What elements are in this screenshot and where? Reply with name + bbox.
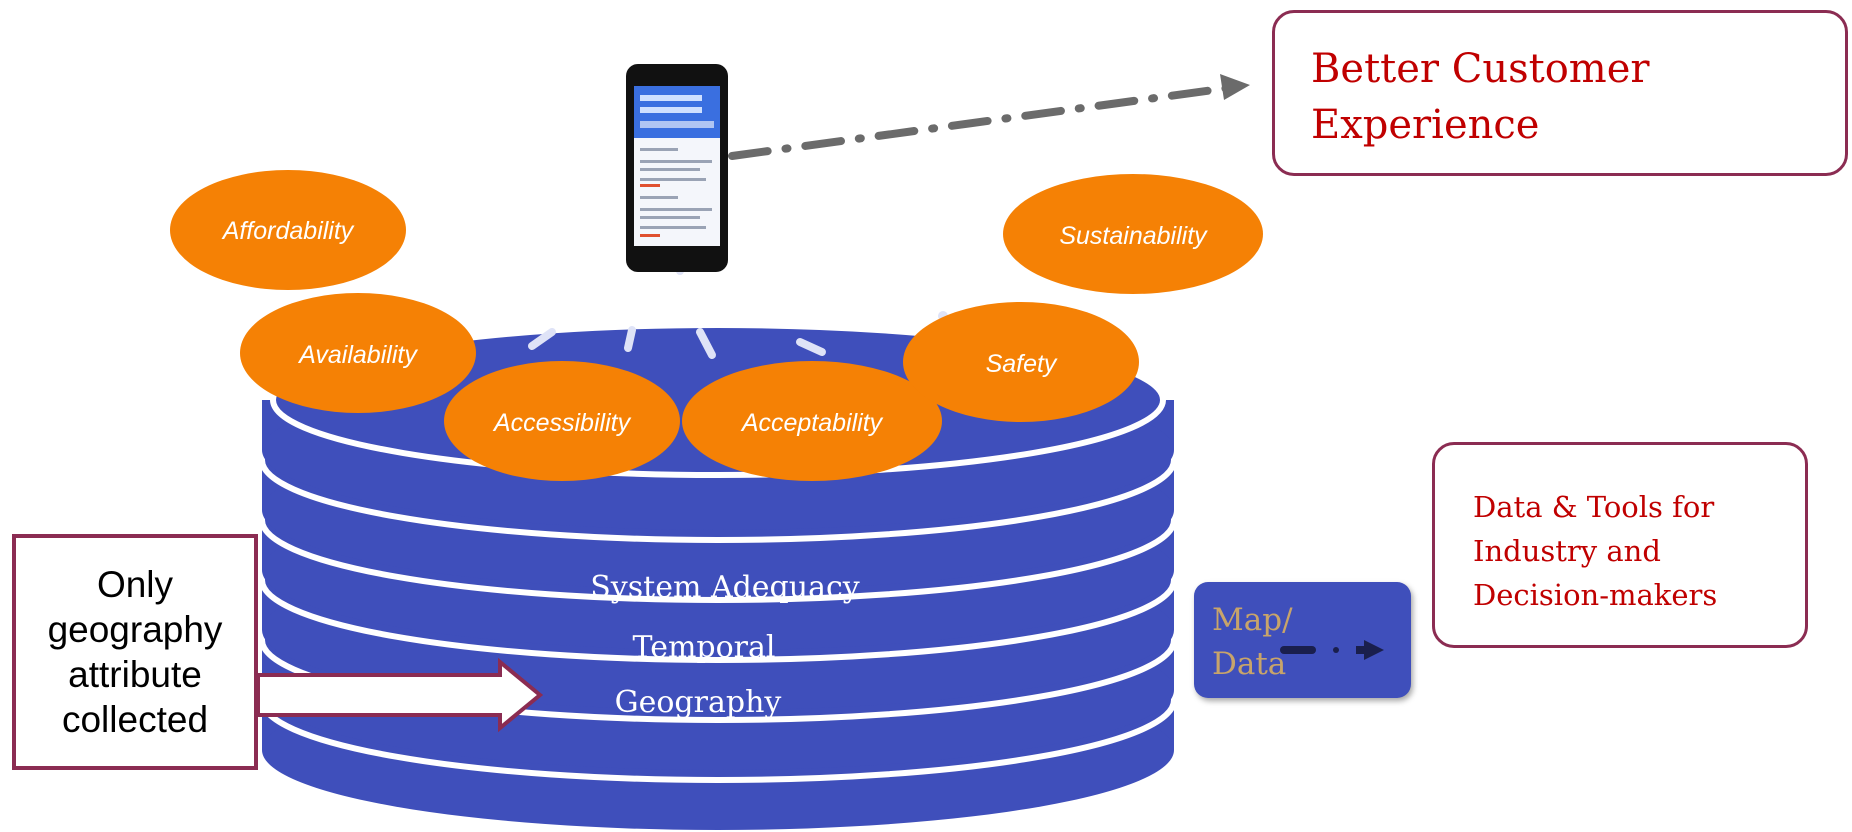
arrow-to-customer-experience [728,74,1250,160]
ellipse-affordability: Affordability [170,170,406,290]
note-line-1: Only [96,564,174,605]
ellipse-label-acceptability: Acceptability [740,409,884,437]
tools-line-3: Decision-makers [1473,578,1718,612]
customer-line-2: Experience [1311,102,1540,148]
connector-dots [413,267,948,321]
data-tools-box: Data & Tools for Industry and Decision-m… [1432,442,1808,648]
ellipse-safety: Safety [903,302,1139,422]
ellipse-accessibility: Accessibility [444,361,680,481]
ellipse-label-affordability: Affordability [221,217,355,245]
ellipse-availability: Availability [240,293,476,413]
map-line-1: Map/ [1212,602,1293,638]
note-line-3: attribute [68,654,202,695]
arrow-note-to-geography [256,657,544,733]
layer-label-temporal: Temporal [633,630,776,665]
ellipse-acceptability: Acceptability [682,361,942,481]
layer-label-system-adequacy: System Adequacy [590,570,860,605]
ellipse-label-availability: Availability [297,341,418,369]
ellipse-label-sustainability: Sustainability [1059,222,1208,250]
better-customer-experience-box: Better Customer Experience [1272,10,1848,176]
layer-label-geography: Geography [615,685,782,720]
note-line-2: geography [47,609,223,650]
map-data-label: Map/ Data [1212,598,1293,686]
geography-note-box: Only geography attribute collected [12,534,258,770]
ellipse-label-accessibility: Accessibility [492,409,632,437]
note-line-4: collected [61,699,209,740]
map-line-2: Data [1212,646,1287,682]
smartphone-icon [626,64,728,272]
ellipse-sustainability: Sustainability [1003,174,1263,294]
tools-line-2: Industry and [1473,534,1661,568]
map-arrow [1280,640,1384,660]
customer-line-1: Better Customer [1311,46,1650,92]
map-data-box: Map/ Data [1194,582,1411,698]
ellipse-label-safety: Safety [986,350,1058,378]
note-text: Only geography attribute collected [48,562,223,742]
phone-connectors [528,326,826,359]
tools-line-1: Data & Tools for [1473,490,1715,524]
